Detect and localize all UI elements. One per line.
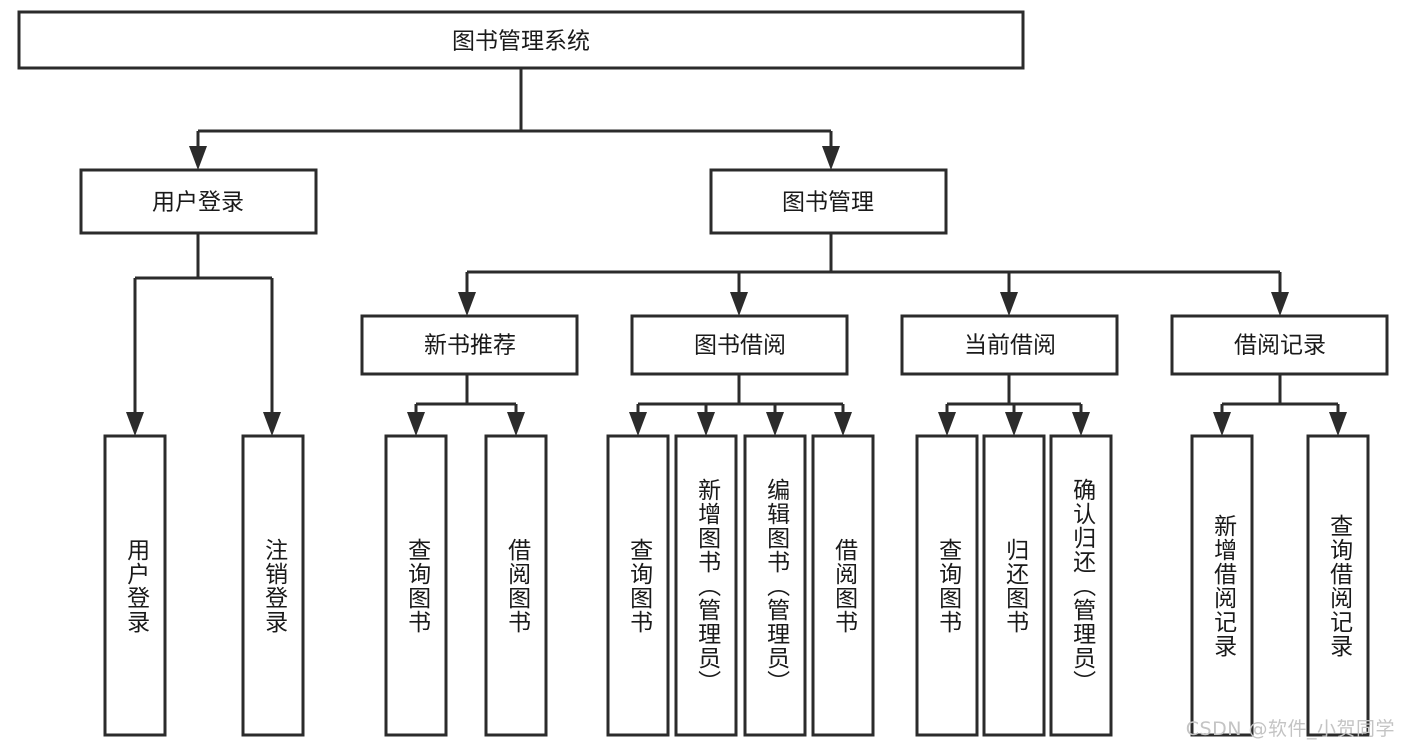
node-box-book-management[interactable] bbox=[709, 168, 948, 235]
arrowhead-record-leaf1 bbox=[1213, 412, 1231, 436]
leaf-box-query-book-2[interactable] bbox=[606, 434, 670, 737]
edges-group bbox=[126, 68, 1347, 436]
leaf-box-add-borrow-record[interactable] bbox=[1190, 434, 1254, 737]
node-label-root: 图书管理系统 bbox=[452, 29, 590, 55]
arrowhead-book-borrow bbox=[730, 292, 748, 316]
node-label-borrow-record: 借阅记录 bbox=[1234, 333, 1326, 359]
arrowhead-current-leaf2 bbox=[1005, 412, 1023, 436]
node-box-borrow-record[interactable] bbox=[1170, 314, 1389, 376]
leaf-box-query-book-1[interactable] bbox=[384, 434, 448, 737]
leaf-box-add-book-admin[interactable] bbox=[674, 434, 738, 737]
node-label-book-borrow: 图书借阅 bbox=[694, 333, 786, 359]
arrowhead-record-leaf2 bbox=[1329, 412, 1347, 436]
leaf-box-query-book-3[interactable] bbox=[915, 434, 979, 737]
node-box-current-borrow[interactable] bbox=[900, 314, 1119, 376]
node-box-book-borrow[interactable] bbox=[630, 314, 849, 376]
leaf-box-logout[interactable] bbox=[241, 434, 305, 737]
leaf-box-user-login[interactable] bbox=[103, 434, 167, 737]
arrowhead-new-book bbox=[458, 292, 476, 316]
arrowhead-current-borrow bbox=[1000, 292, 1018, 316]
arrowhead-borrow-leaf3 bbox=[766, 412, 784, 436]
node-label-current-borrow: 当前借阅 bbox=[964, 333, 1056, 359]
node-label-new-book-recommend: 新书推荐 bbox=[424, 333, 516, 359]
leaf-box-confirm-return-admin[interactable] bbox=[1049, 434, 1113, 737]
node-box-user-login[interactable] bbox=[79, 168, 318, 235]
arrowhead-user-login bbox=[189, 146, 207, 170]
arrowhead-current-leaf3 bbox=[1072, 412, 1090, 436]
csdn-watermark: CSDN @软件_小贺同学 bbox=[1185, 718, 1395, 740]
arrowhead-borrow-leaf4 bbox=[834, 412, 852, 436]
leaf-box-return-book[interactable] bbox=[982, 434, 1046, 737]
arrowhead-leaf-user-login bbox=[126, 412, 144, 436]
arrowhead-book-mgmt bbox=[822, 146, 840, 170]
node-box-root[interactable] bbox=[17, 10, 1025, 70]
leaf-box-borrow-book-1[interactable] bbox=[484, 434, 548, 737]
leaf-box-edit-book-admin[interactable] bbox=[743, 434, 807, 737]
arrowhead-leaf-logout bbox=[263, 412, 281, 436]
leaf-box-query-borrow-record[interactable] bbox=[1306, 434, 1370, 737]
arrowhead-current-leaf1 bbox=[938, 412, 956, 436]
arrowhead-newbook-leaf2 bbox=[507, 412, 525, 436]
leaf-box-borrow-book-2[interactable] bbox=[811, 434, 875, 737]
arrowhead-borrow-leaf1 bbox=[629, 412, 647, 436]
node-label-user-login: 用户登录 bbox=[152, 190, 244, 216]
arrowhead-borrow-leaf2 bbox=[697, 412, 715, 436]
node-box-new-book-recommend[interactable] bbox=[360, 314, 579, 376]
node-label-book-management: 图书管理 bbox=[782, 190, 874, 216]
arrowhead-newbook-leaf1 bbox=[407, 412, 425, 436]
arrowhead-borrow-record bbox=[1271, 292, 1289, 316]
